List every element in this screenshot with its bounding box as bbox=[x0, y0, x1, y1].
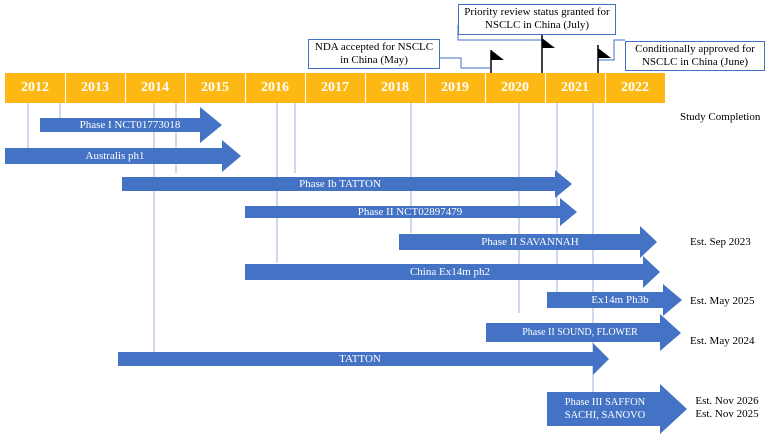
year-label: 2013 bbox=[81, 80, 109, 95]
trial-label: Phase Ib TATTON bbox=[299, 178, 381, 190]
trial-label: Phase II NCT02897479 bbox=[357, 206, 463, 218]
trial-arrow bbox=[399, 226, 657, 258]
year-label: 2020 bbox=[501, 80, 529, 95]
trial-label: TATTON bbox=[339, 353, 381, 365]
study-completion-header: Study Completion bbox=[680, 111, 761, 123]
trial-arrow bbox=[40, 107, 222, 143]
year-label: 2019 bbox=[441, 80, 469, 95]
flag-approval bbox=[597, 45, 611, 73]
trial-label: Phase III SAFFON SACHI, SANOVO bbox=[564, 397, 646, 421]
year-divider bbox=[425, 73, 426, 103]
year-label: 2014 bbox=[141, 80, 169, 95]
trial-arrow bbox=[122, 170, 572, 198]
year-divider bbox=[125, 73, 126, 103]
year-divider bbox=[545, 73, 546, 103]
callout-connector bbox=[440, 57, 490, 69]
year-label: 2018 bbox=[381, 80, 409, 95]
year-divider bbox=[185, 73, 186, 103]
completion-estimate: Est. Nov 2026 Est. Nov 2025 bbox=[695, 395, 759, 420]
trial-arrow bbox=[547, 384, 687, 434]
trial-arrow bbox=[118, 343, 609, 375]
callout-connector bbox=[598, 39, 625, 61]
trial-label: Ex14m Ph3b bbox=[591, 294, 649, 306]
trial-arrow bbox=[547, 284, 682, 316]
year-label: 2016 bbox=[261, 80, 289, 95]
trial-label: Phase II SAVANNAH bbox=[481, 236, 579, 248]
flag-nda bbox=[490, 50, 504, 73]
trial-arrow bbox=[245, 256, 660, 288]
milestone-priority-review: Priority review status granted for NSCLC… bbox=[458, 4, 616, 35]
year-divider bbox=[605, 73, 606, 103]
year-label: 2012 bbox=[21, 80, 49, 95]
year-label: 2017 bbox=[321, 80, 349, 95]
trial-arrow bbox=[5, 140, 241, 172]
year-label: 2021 bbox=[561, 80, 589, 95]
year-divider bbox=[485, 73, 486, 103]
trial-label: Australis ph1 bbox=[85, 150, 145, 162]
milestone-nda-accepted: NDA accepted for NSCLC in China (May) bbox=[308, 39, 440, 69]
trial-label: China Ex14m ph2 bbox=[409, 266, 491, 278]
trial-arrow bbox=[486, 314, 681, 351]
completion-estimate: Est. May 2024 bbox=[690, 335, 755, 347]
milestone-conditional-approval: Conditionally approved for NSCLC in Chin… bbox=[625, 41, 765, 71]
year-divider bbox=[305, 73, 306, 103]
trial-label: Phase I NCT01773018 bbox=[79, 119, 181, 131]
year-timeline-bar bbox=[5, 73, 665, 103]
year-label: 2015 bbox=[201, 80, 229, 95]
year-label: 2022 bbox=[621, 80, 649, 95]
trial-label: Phase II SOUND, FLOWER bbox=[522, 327, 638, 338]
trial-arrow bbox=[245, 198, 577, 226]
year-divider bbox=[245, 73, 246, 103]
year-divider bbox=[65, 73, 66, 103]
year-divider bbox=[365, 73, 366, 103]
flag-priority bbox=[541, 33, 555, 73]
completion-estimate: Est. Sep 2023 bbox=[690, 236, 751, 248]
completion-estimate: Est. May 2025 bbox=[690, 295, 755, 307]
